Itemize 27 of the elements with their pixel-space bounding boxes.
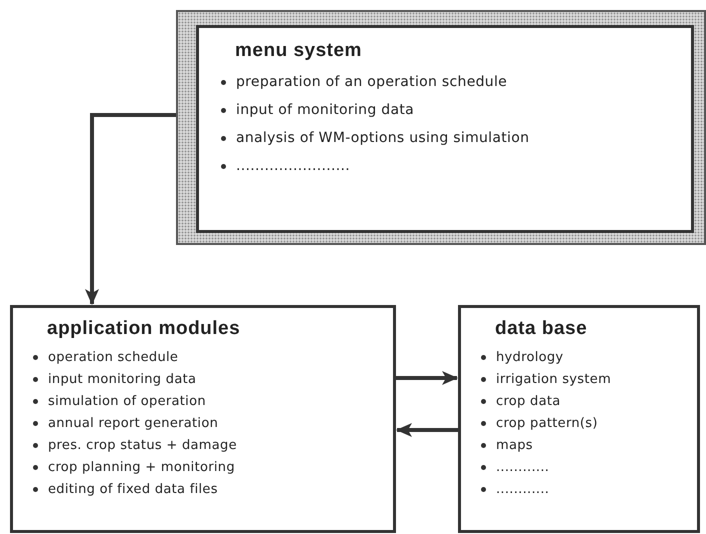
- list-item: crop planning + monitoring: [48, 460, 235, 474]
- box-heading: menu system: [235, 40, 362, 62]
- list-item: preparation of an operation schedule: [236, 74, 508, 90]
- box-heading: application modules: [47, 318, 240, 340]
- list-item: crop pattern(s): [496, 416, 598, 430]
- list-item: ............: [496, 460, 550, 474]
- arrow: [396, 371, 458, 385]
- list-item: operation schedule: [48, 350, 178, 364]
- arrow: [85, 113, 176, 305]
- list-item: irrigation system: [496, 372, 612, 386]
- box-heading: data base: [495, 318, 588, 340]
- list-item: ........................: [236, 158, 350, 174]
- arrow: [396, 423, 458, 437]
- module-box: [458, 305, 700, 533]
- list-item: hydrology: [496, 350, 564, 364]
- list-item: simulation of operation: [48, 394, 206, 408]
- list-item: analysis of WM-options using simulation: [236, 130, 530, 146]
- list-item: pres. crop status + damage: [48, 438, 237, 452]
- shaded-frame: [176, 10, 706, 245]
- list-item: input monitoring data: [48, 372, 196, 386]
- list-item: annual report generation: [48, 416, 218, 430]
- list-item: crop data: [496, 394, 561, 408]
- module-box: [10, 305, 396, 533]
- list-item: ............: [496, 482, 550, 496]
- list-item: editing of fixed data files: [48, 482, 218, 496]
- list-item: input of monitoring data: [236, 102, 414, 118]
- list-item: maps: [496, 438, 533, 452]
